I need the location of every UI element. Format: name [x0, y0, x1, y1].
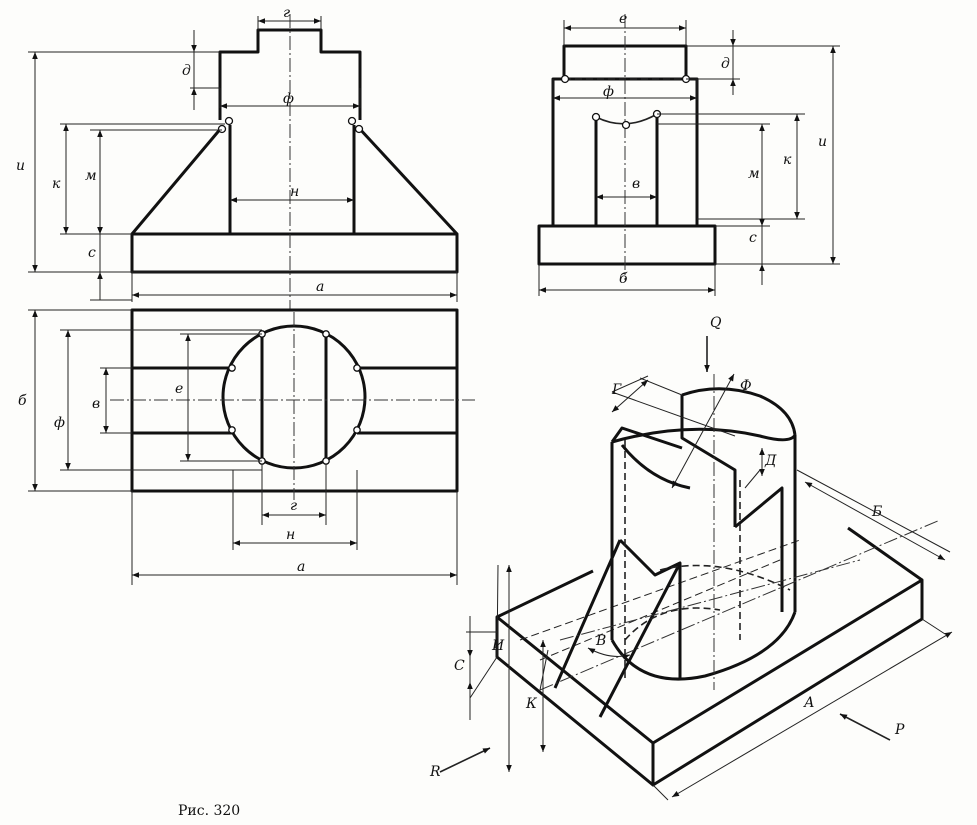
top-view-outline [110, 308, 475, 500]
front-view-dimensions [28, 16, 458, 302]
iso-view-arrows [439, 336, 891, 773]
label-side-b: б [619, 271, 628, 287]
top-view-labels: б ф в е г н а [18, 381, 305, 575]
label-iso-d: Д [764, 453, 777, 469]
label-side-d: д [721, 56, 730, 72]
label-iso-p: P [894, 722, 905, 738]
label-front-f: ф [283, 91, 294, 107]
label-iso-v: В [595, 633, 606, 649]
label-iso-c: С [454, 658, 465, 674]
label-front-c: с [88, 245, 96, 261]
label-side-v: в [632, 176, 640, 192]
isometric-view: Q R P Г Ф Д Б И С К В А [429, 315, 953, 801]
side-view-outline [537, 14, 717, 280]
label-iso-f: Ф [740, 378, 752, 394]
label-iso-i: И [491, 638, 505, 654]
label-front-m: м [85, 168, 97, 184]
label-iso-r: R [429, 764, 441, 780]
front-view-points [217, 116, 364, 134]
label-front-u: и [16, 158, 25, 174]
label-front-k: к [52, 176, 61, 192]
label-front-g: г [283, 5, 290, 21]
side-view: е д ф и м к в с б [537, 11, 840, 296]
figure-caption: Рис. 320 [178, 803, 240, 819]
label-iso-k: К [525, 696, 538, 712]
label-top-b: б [18, 393, 27, 409]
label-top-e: е [175, 381, 183, 397]
label-front-n: н [290, 184, 299, 200]
label-top-n: н [286, 527, 295, 543]
label-iso-q: Q [710, 315, 722, 331]
label-side-u: и [818, 134, 827, 150]
top-view-dimensions [28, 309, 458, 585]
front-view-outline [130, 14, 459, 310]
iso-cylinder [539, 374, 941, 718]
label-side-m: м [748, 166, 760, 182]
label-side-c: с [749, 230, 757, 246]
label-top-a: а [297, 559, 305, 575]
label-side-f: ф [603, 84, 614, 100]
label-front-a: а [316, 279, 324, 295]
label-side-e: е [619, 11, 627, 27]
label-top-v: в [92, 396, 100, 412]
view-arrow-p [839, 713, 891, 741]
label-iso-a: А [803, 695, 815, 711]
label-side-k: к [783, 152, 792, 168]
label-top-f: ф [54, 415, 65, 431]
label-iso-b: Б [871, 504, 882, 520]
label-iso-g: Г [611, 382, 622, 398]
side-view-labels: е д ф и м к в с б [603, 11, 827, 287]
front-view-labels: г д ф и к м н с а [16, 5, 324, 295]
iso-labels: Q R P Г Ф Д Б И С К В А [429, 315, 905, 780]
label-front-d: д [182, 63, 191, 79]
view-arrow-r [439, 747, 491, 773]
side-view-dimensions [538, 20, 840, 296]
top-view: б ф в е г н а [18, 308, 475, 585]
front-view: г д ф и к м н с а [16, 5, 459, 310]
iso-dimensions [466, 373, 953, 801]
label-top-g: г [290, 498, 297, 514]
